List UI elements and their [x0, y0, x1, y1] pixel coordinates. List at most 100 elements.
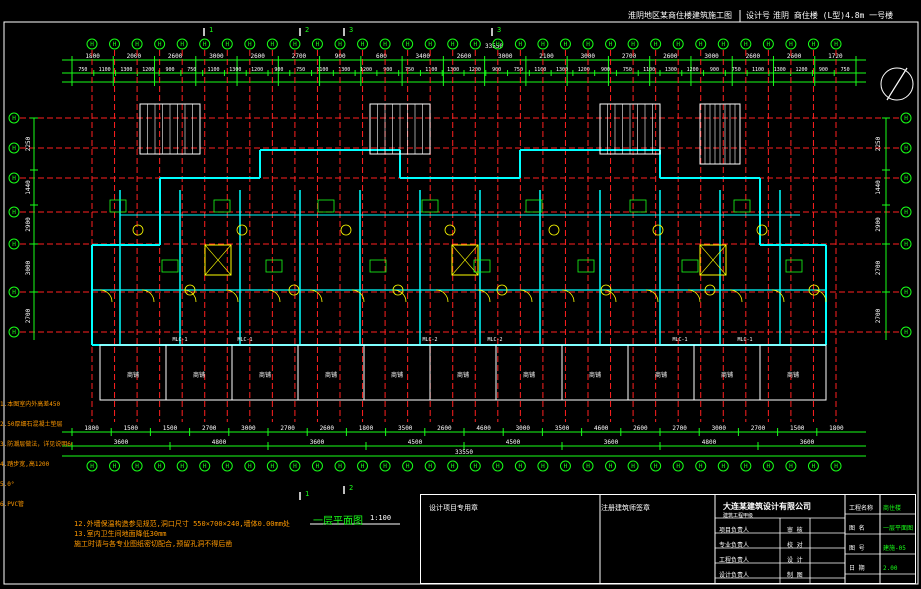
door-swing	[99, 289, 113, 303]
axis-label-bottom: H	[90, 463, 94, 470]
dim-text-bottom-2: 4500	[506, 439, 521, 446]
axis-bubble-top	[154, 38, 166, 50]
dim-text-fine: 1300	[338, 67, 350, 73]
door-swing	[225, 289, 239, 303]
axis-label-bottom: H	[203, 463, 207, 470]
axis-label-bottom: H	[338, 463, 342, 470]
axis-label-bottom: H	[767, 463, 771, 470]
axis-bubble-right	[900, 112, 912, 124]
dim-text-left: 1440	[25, 180, 32, 195]
axis-label-top: H	[767, 41, 771, 48]
axis-bubble-bottom	[469, 460, 481, 472]
fixture	[265, 259, 283, 273]
dim-text-bottom: 3000	[241, 425, 256, 432]
stamp-row-label: 工程负责人	[719, 557, 750, 564]
axis-label-bottom: H	[271, 463, 275, 470]
axis-label-left: H	[12, 289, 16, 296]
axis-label-top: H	[812, 41, 816, 48]
dim-text-top: 900	[335, 53, 346, 60]
stamp-right-value: 商住楼	[883, 505, 902, 512]
door-swing	[519, 289, 533, 303]
elevator-shaft	[204, 244, 232, 276]
section-number: 1	[305, 490, 309, 498]
door-swing	[267, 289, 281, 303]
stamp-company: 大连某建筑设计有限公司	[723, 502, 811, 511]
dim-text-bottom: 4600	[594, 425, 609, 432]
header-label-left: 设计号	[746, 11, 770, 20]
axis-bubble-top	[289, 38, 301, 50]
stamp-right-labels: 工程名称 图 名 图 号 日 期	[849, 499, 881, 579]
axis-label-bottom: H	[812, 463, 816, 470]
north-arrow-needle	[886, 67, 908, 101]
fixture-circle	[288, 284, 300, 296]
dim-text-fine: 1100	[425, 67, 437, 73]
axis-bubble-top	[695, 38, 707, 50]
axis-label-top: H	[496, 41, 500, 48]
dim-text-bottom: 1800	[359, 425, 374, 432]
axis-bubble-bottom	[559, 460, 571, 472]
dim-text-right: 2700	[875, 308, 882, 323]
axis-label-bottom: H	[631, 463, 635, 470]
dim-text-bottom-2: 3600	[604, 439, 619, 446]
axis-label-top: H	[519, 41, 523, 48]
stamp-right-values: 商住楼 一层平面图 建施-05 2.00	[883, 499, 915, 579]
dim-text-top: 2600	[168, 53, 183, 60]
axis-label-top: H	[113, 41, 117, 48]
axis-label-top: H	[316, 41, 320, 48]
axis-bubble-left	[8, 238, 20, 250]
door-swing	[477, 289, 491, 303]
axis-bubble-bottom	[582, 460, 594, 472]
fixture-circle	[756, 224, 768, 236]
axis-bubble-top	[357, 38, 369, 50]
axis-label-bottom: H	[361, 463, 365, 470]
axis-bubble-top	[537, 38, 549, 50]
axis-bubble-bottom	[379, 460, 391, 472]
dim-text-fine: 1200	[142, 67, 154, 73]
shop-label: 商铺	[523, 371, 535, 379]
stamp-right-label: 工程名称	[849, 505, 874, 512]
fixture	[785, 259, 803, 273]
axis-bubble-bottom	[492, 460, 504, 472]
axis-bubble-bottom	[537, 460, 549, 472]
axis-label-top: H	[428, 41, 432, 48]
axis-label-bottom: H	[519, 463, 523, 470]
dim-text-bottom: 3500	[555, 425, 570, 432]
axis-label-top: H	[721, 41, 725, 48]
axis-bubble-bottom	[762, 460, 774, 472]
shop-label: 商铺	[127, 371, 139, 379]
dim-text-top: 3000	[498, 53, 513, 60]
dim-text-fine: 1200	[687, 67, 699, 73]
dim-text-top: 2600	[663, 53, 678, 60]
axis-bubble-right	[900, 286, 912, 298]
shop-label: 商铺	[259, 371, 271, 379]
axis-label-bottom: H	[135, 463, 139, 470]
title-block: 设计项目专用章 注册建筑师签章 大连某建筑设计有限公司 建筑工程甲级 项目负责人…	[420, 494, 916, 584]
section-number: 3	[497, 26, 501, 34]
axis-label-top: H	[338, 41, 342, 48]
dim-text-bottom: 1500	[790, 425, 805, 432]
dim-text-right: 2250	[875, 136, 882, 151]
dim-text-top: 2600	[746, 53, 761, 60]
plan-scale: 1:100	[370, 514, 392, 522]
shop-label: 商铺	[787, 371, 799, 379]
axis-label-bottom: H	[586, 463, 590, 470]
dim-text-right: 1440	[875, 180, 882, 195]
axis-bubble-right	[900, 172, 912, 184]
axis-label-top: H	[203, 41, 207, 48]
axis-label-top: H	[473, 41, 477, 48]
fixture	[681, 259, 699, 273]
axis-bubble-bottom	[695, 460, 707, 472]
dim-text-top: 2600	[787, 53, 802, 60]
header-project-line-right: 淮阴地区某商住楼建筑施工图	[628, 11, 732, 20]
stamp-row-label: 专业负责人	[719, 542, 750, 549]
axis-label-top: H	[676, 41, 680, 48]
dim-text-bottom: 3000	[516, 425, 531, 432]
fixture-circle	[704, 284, 716, 296]
north-arrow-icon	[880, 67, 914, 101]
axis-label-top: H	[789, 41, 793, 48]
dim-text-fine: 900	[710, 67, 719, 73]
axis-bubble-bottom	[154, 460, 166, 472]
note-line: 施工时请与各专业图纸密切配合,预留孔洞不得后凿	[74, 540, 233, 548]
axis-label-bottom: H	[316, 463, 320, 470]
dim-text-bottom-2: 3600	[114, 439, 129, 446]
